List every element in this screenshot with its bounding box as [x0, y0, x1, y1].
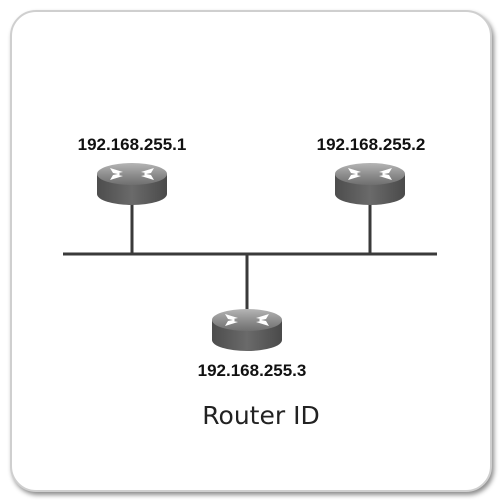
router-icon [335, 163, 405, 205]
router-2: 192.168.255.2 [317, 135, 426, 205]
router-3: 192.168.255.3 [198, 309, 307, 380]
router-1: 192.168.255.1 [78, 135, 187, 205]
router-icon [212, 309, 282, 351]
diagram-card [10, 10, 492, 492]
router-1-label: 192.168.255.1 [78, 135, 187, 154]
diagram-caption: Router ID [202, 401, 319, 430]
router-icon [97, 163, 167, 205]
router-3-label: 192.168.255.3 [198, 361, 307, 380]
router-2-label: 192.168.255.2 [317, 135, 426, 154]
